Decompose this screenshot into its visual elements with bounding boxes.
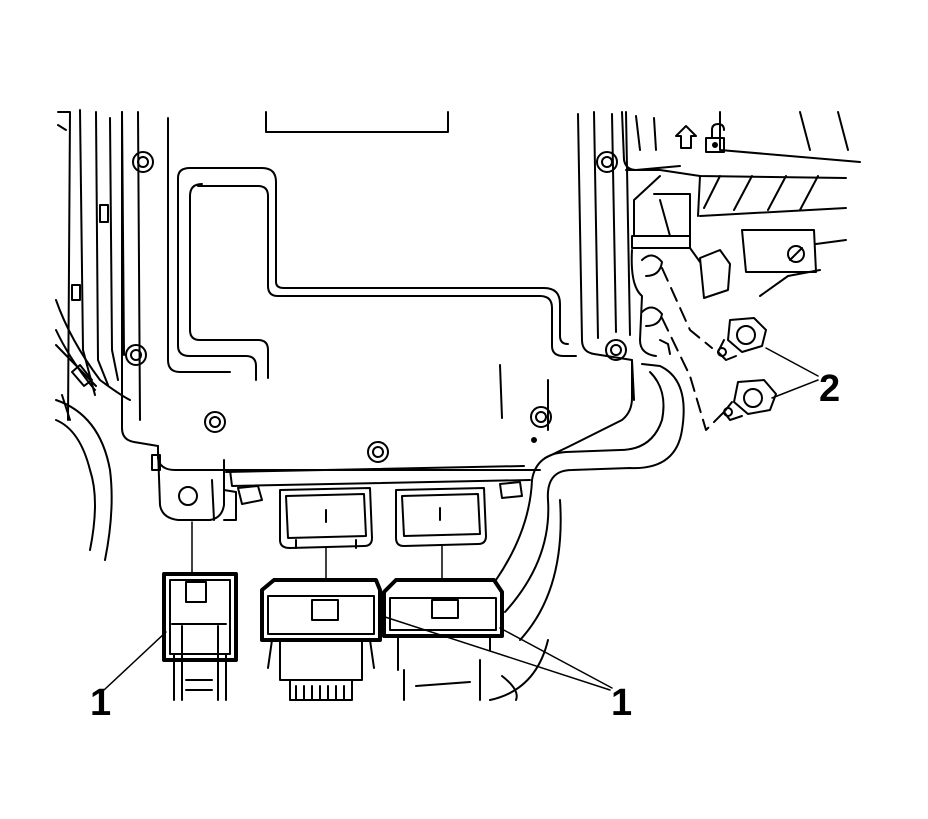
housing-screw <box>530 406 552 428</box>
housing-screw <box>132 151 154 173</box>
callout-connector-left: 1 <box>90 682 112 724</box>
housing-screw <box>605 339 627 361</box>
housing-connector-left <box>279 487 373 549</box>
callout-bolts: 2 <box>819 368 841 410</box>
bolt-lower <box>723 379 777 421</box>
mount-tab <box>151 449 523 521</box>
housing-screw <box>204 411 226 433</box>
harness-connector-left <box>162 572 238 701</box>
bolt-upper <box>717 317 767 361</box>
harness-connector-right <box>382 578 504 701</box>
right-bracket <box>621 111 861 357</box>
callout-connectors-right: 1 <box>611 682 633 724</box>
module-housing <box>121 111 635 487</box>
housing-screw <box>367 441 389 463</box>
housing-screw <box>596 151 618 173</box>
arrow-up-icon <box>675 125 697 149</box>
bolt-install-path <box>661 267 725 431</box>
housing-connector-right <box>395 487 487 547</box>
housing-screw <box>125 344 147 366</box>
unlock-icon <box>705 123 725 153</box>
harness-cable <box>489 363 685 701</box>
harness-connector-middle <box>260 578 382 701</box>
left-harness-bracket <box>55 109 131 561</box>
leader-lines <box>103 347 819 691</box>
